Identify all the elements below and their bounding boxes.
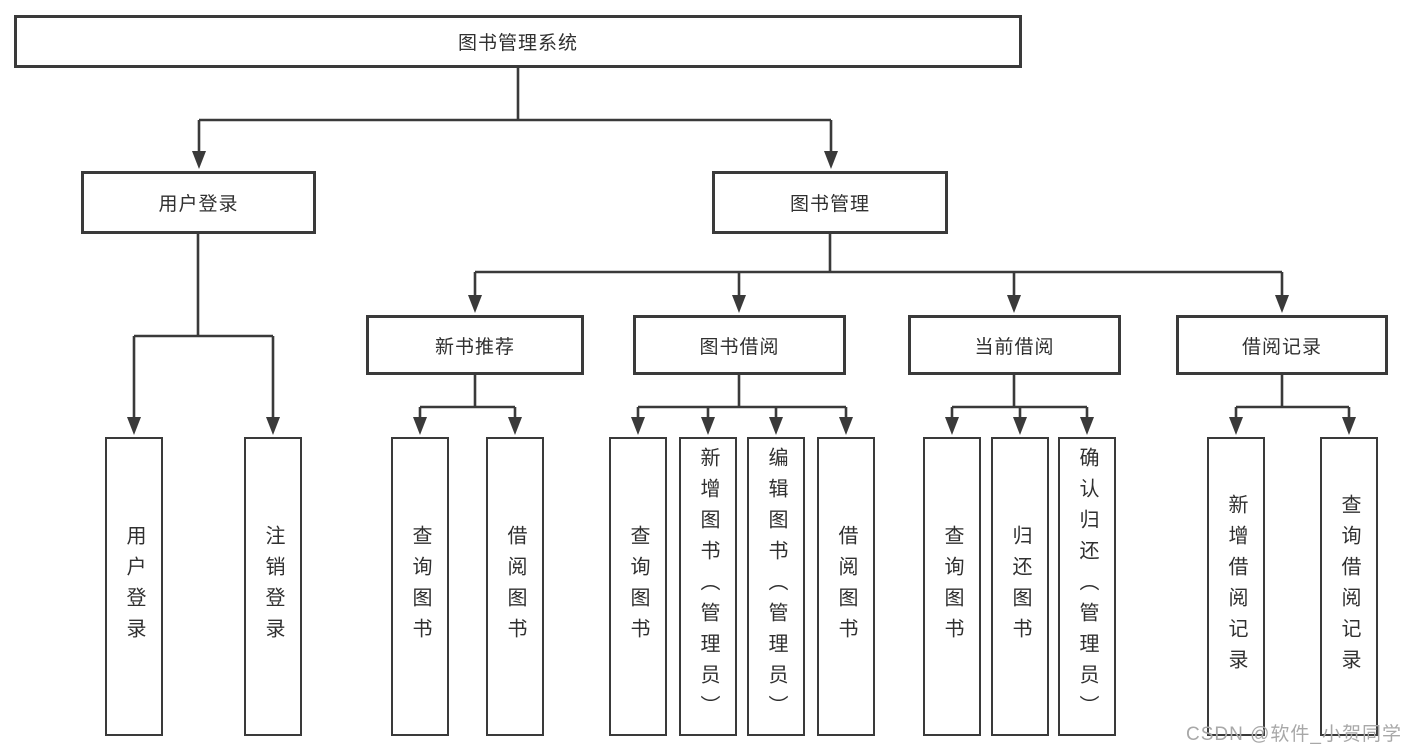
node-new-book-recommend: 新书推荐 bbox=[366, 315, 584, 375]
leaf-current-confirm-return-admin: 确认归还（管理员） bbox=[1058, 437, 1116, 736]
node-new-book-recommend-label: 新书推荐 bbox=[434, 336, 515, 358]
node-borrow-records: 借阅记录 bbox=[1176, 315, 1388, 375]
leaf-current-confirm-return-admin-label: 确认归还（管理员） bbox=[1076, 447, 1098, 726]
leaf-borrow-borrow-books: 借阅图书 bbox=[817, 437, 875, 736]
leaf-current-return-books-label: 归还图书 bbox=[1009, 524, 1031, 649]
leaf-logout-label: 注销登录 bbox=[262, 524, 284, 649]
leaf-records-query-record-label: 查询借阅记录 bbox=[1338, 493, 1360, 680]
leaf-borrow-edit-books-admin-label: 编辑图书（管理员） bbox=[765, 447, 787, 726]
node-root-label: 图书管理系统 bbox=[457, 33, 578, 54]
leaf-records-add-record-label: 新增借阅记录 bbox=[1225, 493, 1247, 680]
leaf-borrow-add-books-admin-label: 新增图书（管理员） bbox=[697, 447, 719, 726]
node-user-login-label: 用户登录 bbox=[158, 194, 239, 215]
leaf-records-add-record: 新增借阅记录 bbox=[1207, 437, 1265, 736]
arrowheads bbox=[127, 151, 1356, 435]
leaf-recommend-borrow-books: 借阅图书 bbox=[486, 437, 544, 736]
leaf-borrow-borrow-books-label: 借阅图书 bbox=[835, 524, 857, 649]
leaf-borrow-edit-books-admin: 编辑图书（管理员） bbox=[747, 437, 805, 736]
node-current-borrow: 当前借阅 bbox=[908, 315, 1121, 375]
node-root: 图书管理系统 bbox=[14, 15, 1022, 68]
node-current-borrow-label: 当前借阅 bbox=[974, 336, 1055, 358]
leaf-current-query-books: 查询图书 bbox=[923, 437, 981, 736]
leaf-recommend-borrow-books-label: 借阅图书 bbox=[504, 524, 526, 649]
leaf-borrow-query-books: 查询图书 bbox=[609, 437, 667, 736]
leaf-recommend-query-books: 查询图书 bbox=[391, 437, 449, 736]
leaf-borrow-add-books-admin: 新增图书（管理员） bbox=[679, 437, 737, 736]
leaf-current-query-books-label: 查询图书 bbox=[941, 524, 963, 649]
node-book-management: 图书管理 bbox=[712, 171, 948, 234]
node-book-borrow-label: 图书借阅 bbox=[699, 336, 780, 358]
leaf-borrow-query-books-label: 查询图书 bbox=[627, 524, 649, 649]
node-user-login: 用户登录 bbox=[81, 171, 316, 234]
leaf-records-query-record: 查询借阅记录 bbox=[1320, 437, 1378, 736]
csdn-watermark: CSDN @软件_小贺同学 bbox=[1186, 724, 1402, 745]
leaf-recommend-query-books-label: 查询图书 bbox=[409, 524, 431, 649]
leaf-user-login: 用户登录 bbox=[105, 437, 163, 736]
leaf-current-return-books: 归还图书 bbox=[991, 437, 1049, 736]
leaf-user-login-label: 用户登录 bbox=[123, 524, 145, 649]
node-book-management-label: 图书管理 bbox=[789, 194, 870, 215]
node-borrow-records-label: 借阅记录 bbox=[1241, 336, 1322, 358]
leaf-logout: 注销登录 bbox=[244, 437, 302, 736]
node-book-borrow: 图书借阅 bbox=[633, 315, 846, 375]
